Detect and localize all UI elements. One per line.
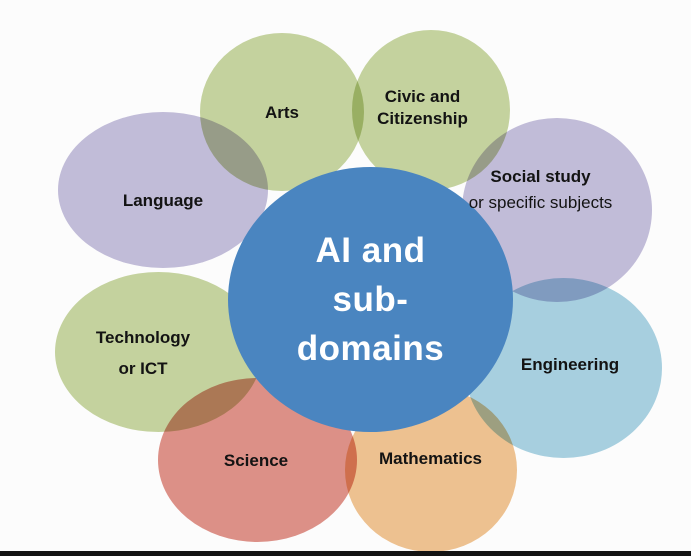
center-label-line-3: domains (296, 329, 445, 368)
technology-label-line-2: or ICT (118, 359, 168, 379)
civic-label: Civic and Citizenship (350, 86, 495, 130)
civic-label-line-1: Civic and (384, 87, 461, 106)
bottom-edge-bar (0, 551, 691, 556)
social-study-label-bold: Social study (490, 167, 591, 186)
center-label-line-1: AI and (315, 231, 426, 270)
language-label: Language (122, 191, 204, 210)
engineering-label: Engineering (520, 355, 620, 374)
social-study-label: Social study or specific subjects (468, 166, 613, 214)
mathematics-label: Mathematics (379, 449, 482, 468)
civic-label-line-2: Citizenship (377, 109, 468, 129)
arts-label: Arts (264, 103, 299, 122)
center-label-line-2: sub- (332, 280, 409, 319)
center-circle: AI and sub- domains (228, 167, 513, 432)
technology-label: Technology or ICT (73, 327, 213, 380)
social-study-label-rest: or specific subjects (468, 193, 613, 213)
science-label: Science (223, 451, 289, 470)
language-circle (58, 112, 268, 268)
technology-label-line-1: Technology (95, 328, 191, 347)
